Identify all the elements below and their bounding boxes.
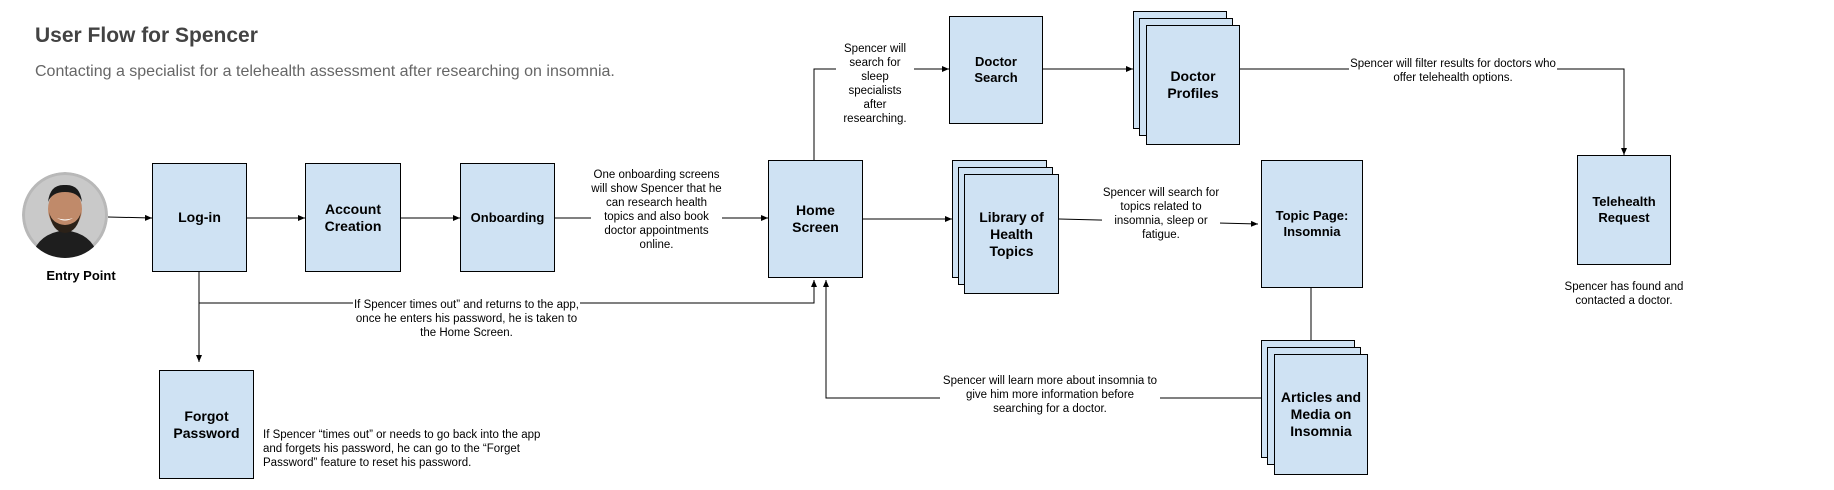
entry-avatar [22, 172, 108, 258]
learn-more-note: Spencer will learn more about insomnia t… [940, 374, 1160, 416]
articles-media-insomnia-box[interactable]: Articles and Media on Insomnia [1274, 354, 1368, 475]
topic-page-insomnia-box[interactable]: Topic Page: Insomnia [1261, 160, 1363, 288]
search-specialists-note: Spencer will search for sleep specialist… [836, 42, 914, 126]
forgot-password-box[interactable]: Forgot Password [159, 370, 254, 479]
entry-point-label: Entry Point [46, 268, 116, 283]
onboarding-box[interactable]: Onboarding [460, 163, 555, 272]
account-creation-box[interactable]: Account Creation [305, 163, 401, 272]
login-box[interactable]: Log-in [152, 163, 247, 272]
page-title: User Flow for Spencer [35, 24, 258, 47]
user-avatar-icon [22, 172, 108, 258]
page-subtitle: Contacting a specialist for a telehealth… [35, 63, 615, 80]
filter-results-note: Spencer will filter results for doctors … [1349, 57, 1557, 85]
onboarding-note: One onboarding screens will show Spencer… [591, 168, 722, 252]
search-topics-note: Spencer will search for topics related t… [1102, 186, 1220, 242]
doctor-profiles-box[interactable]: Doctor Profiles [1146, 25, 1240, 145]
forgot-password-note: If Spencer “times out” or needs to go ba… [263, 428, 548, 470]
doctor-search-box[interactable]: Doctor Search [949, 16, 1043, 124]
home-screen-box[interactable]: Home Screen [768, 160, 863, 278]
found-doctor-note: Spencer has found and contacted a doctor… [1556, 280, 1692, 308]
timeout-return-note: If Spencer times out” and returns to the… [353, 298, 580, 340]
telehealth-request-box[interactable]: Telehealth Request [1577, 155, 1671, 265]
library-health-topics-box[interactable]: Library of Health Topics [964, 174, 1059, 294]
